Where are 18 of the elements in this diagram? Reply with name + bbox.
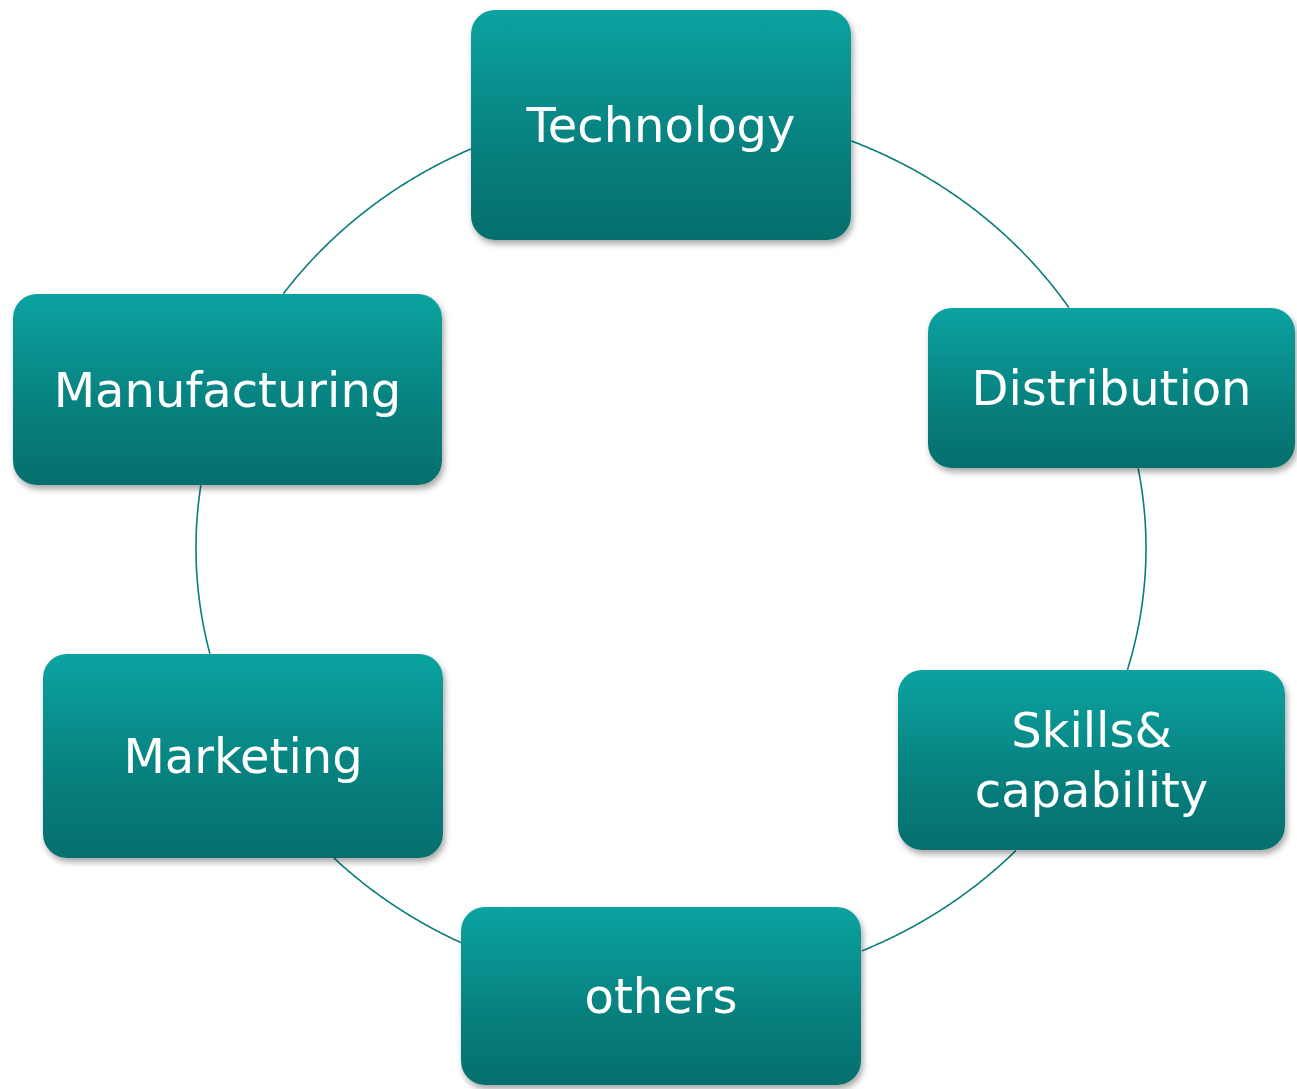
box-label: Technology	[526, 96, 796, 155]
connector-arc	[195, 484, 211, 655]
box-label: Marketing	[123, 727, 363, 786]
connector-arc	[850, 140, 1070, 309]
box-label: Manufacturing	[53, 360, 402, 420]
connector-arc	[861, 849, 1017, 952]
process-box	[898, 670, 1285, 850]
process-box	[43, 654, 443, 858]
process-box	[928, 308, 1295, 468]
box-label: Skills& capability	[973, 701, 1210, 820]
connector-arc	[282, 148, 472, 295]
box-label: others	[584, 967, 738, 1026]
process-box	[461, 907, 861, 1085]
connector-arc	[1126, 467, 1147, 671]
box-label: Distribution	[971, 359, 1252, 418]
connector-arc	[333, 857, 462, 944]
process-box	[13, 294, 442, 485]
process-box	[471, 10, 851, 240]
